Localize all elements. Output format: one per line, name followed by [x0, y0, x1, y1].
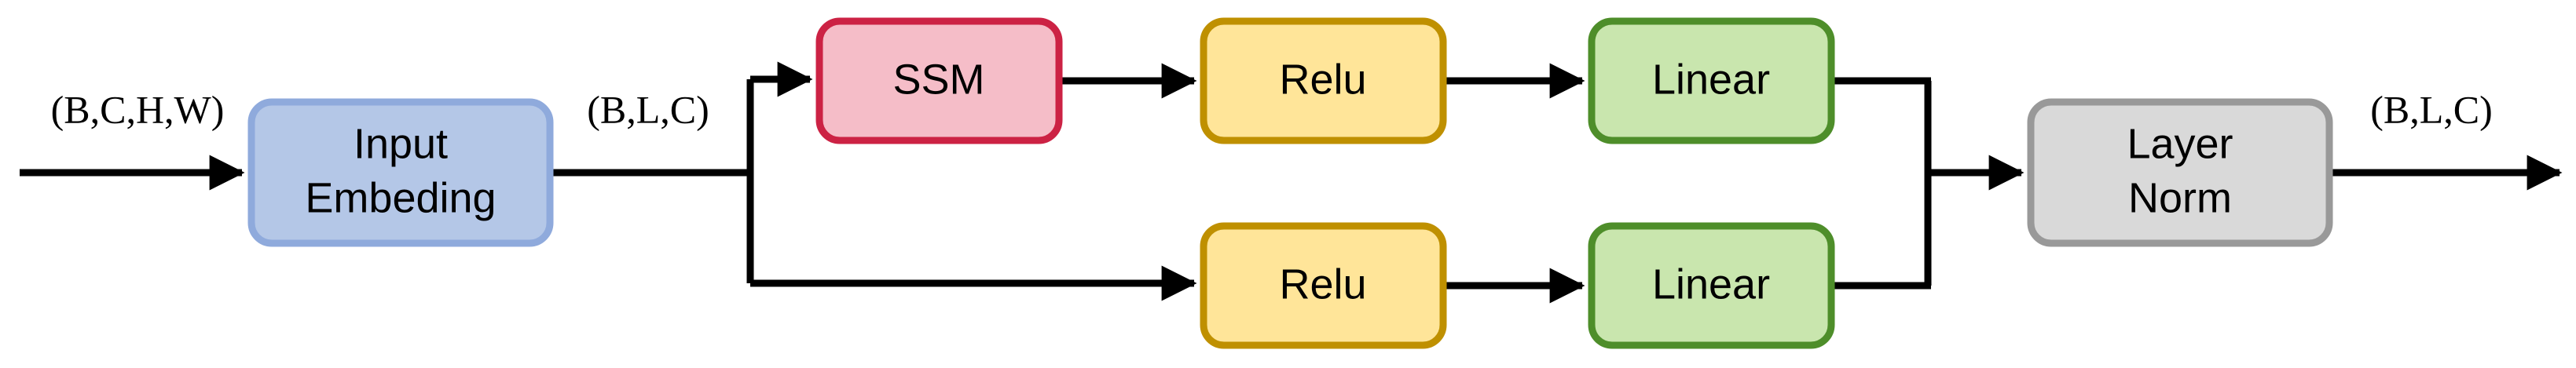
linear-bottom-box[interactable]	[1588, 222, 1835, 349]
linear-top-box[interactable]	[1588, 17, 1835, 144]
node-linear-bottom[interactable]: Linear	[1588, 222, 1835, 349]
ssm-box[interactable]	[815, 17, 1063, 144]
node-linear-top[interactable]: Linear	[1588, 17, 1835, 144]
layer-norm-label-line2: Norm	[2128, 174, 2232, 221]
node-ssm[interactable]: SSM	[815, 17, 1063, 144]
relu-bottom-label: Relu	[1279, 261, 1366, 308]
node-layer-norm[interactable]: Layer Norm	[2027, 98, 2333, 247]
relu-bottom-box[interactable]	[1200, 222, 1447, 349]
relu-top-label: Relu	[1279, 56, 1366, 103]
linear-top-label: Linear	[1652, 56, 1770, 103]
edge-label-input-shape: (B,C,H,W)	[51, 87, 225, 131]
node-relu-top[interactable]: Relu	[1200, 17, 1447, 144]
layer-norm-label-line1: Layer	[2127, 120, 2233, 167]
ssm-label: SSM	[892, 56, 984, 103]
relu-top-box[interactable]	[1200, 17, 1447, 144]
input-embedding-label-line2: Embeding	[305, 174, 496, 221]
input-embedding-label-line1: Input	[354, 120, 448, 167]
edge-label-embedding-shape: (B,L,C)	[587, 87, 709, 131]
edge-label-output-shape: (B,L,C)	[2370, 87, 2493, 131]
input-embedding-box[interactable]	[247, 98, 554, 247]
layer-norm-box[interactable]	[2027, 98, 2333, 247]
node-relu-bottom[interactable]: Relu	[1200, 222, 1447, 349]
linear-bottom-label: Linear	[1652, 261, 1770, 308]
node-input-embedding[interactable]: Input Embeding	[247, 98, 554, 247]
